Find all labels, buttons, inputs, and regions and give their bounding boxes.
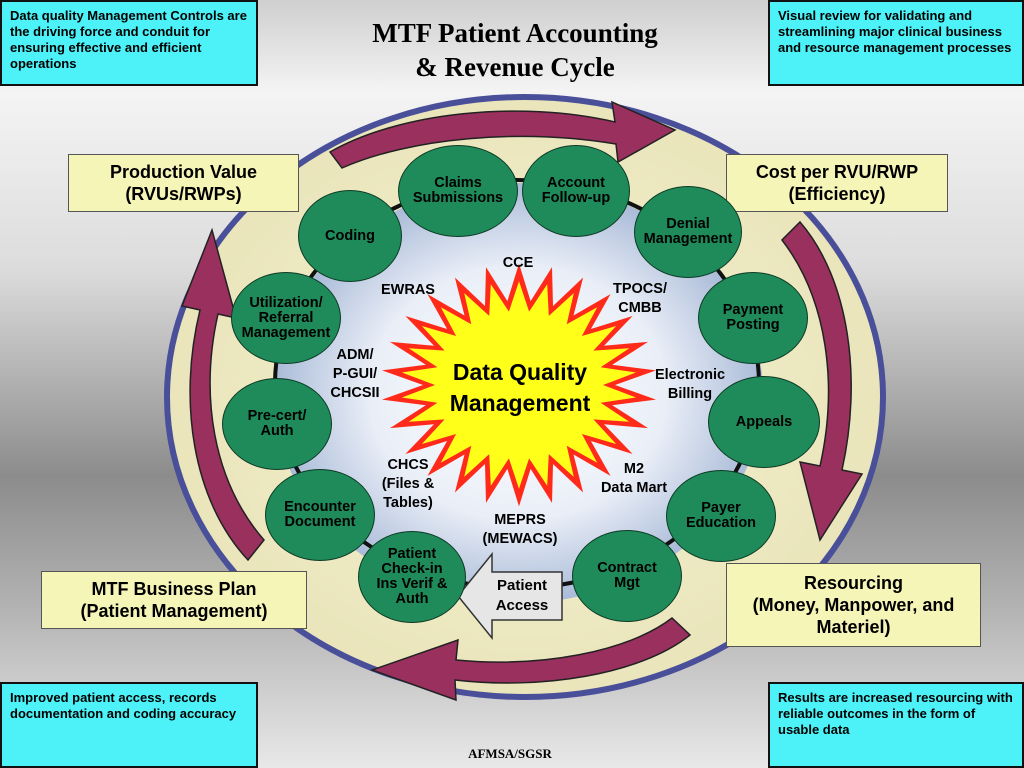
system-tpocs: TPOCS/ CMBB [613,281,667,316]
system-chcs: CHCS (Files & Tables) [381,457,435,511]
note-top-left: Data quality Management Controls are the… [0,0,258,86]
box-production-value: Production Value (RVUs/RWPs) [68,154,299,212]
node-label: Contract Mgt [597,560,657,591]
production-value-line1: Production Value [109,162,258,182]
center-line1: Data Quality [452,359,588,385]
cost-per-rvu-line2: (Efficiency) [788,184,886,204]
node-label: Account Follow-up [541,175,611,206]
note-bottom-right: Results are increased resourcing with re… [768,682,1024,768]
node-utilization-referral: Utilization/ Referral Management [231,272,341,364]
box-business-plan: MTF Business Plan (Patient Management) [41,571,307,629]
box-resourcing: Resourcing (Money, Manpower, and Materie… [726,563,981,647]
arrow-bottom [369,617,692,702]
production-value-line2: (RVUs/RWPs) [125,184,242,204]
node-label: Pre-cert/ Auth [247,408,307,439]
system-adm: ADM/ P-GUI/ CHCSII [330,347,380,401]
node-label: Utilization/ Referral Management [241,294,331,341]
node-label: Coding [325,227,375,244]
node-appeals: Appeals [708,376,820,468]
note-top-right: Visual review for validating and streaml… [768,0,1024,86]
box-cost-per-rvu: Cost per RVU/RWP (Efficiency) [726,154,948,212]
node-label: Appeals [735,413,793,430]
node-encounter-document: Encounter Document [265,469,375,561]
arrow-right [781,220,864,542]
cost-per-rvu-line1: Cost per RVU/RWP [755,162,919,182]
page-title: MTF Patient Accounting & Revenue Cycle [330,16,700,84]
resourcing-line2: (Money, Manpower, and [752,595,955,615]
note-bottom-left: Improved patient access, records documen… [0,682,258,768]
arrow-top [328,100,677,169]
node-label: Patient Check-in Ins Verif & Auth [376,546,448,607]
resourcing-line3: Materiel) [816,617,891,637]
system-electronic-billing: Electronic Billing [654,367,726,402]
title-line1: MTF Patient Accounting [372,18,658,48]
center-label: Data Quality Management [420,357,620,419]
resourcing-line1: Resourcing [803,573,904,593]
patient-access-line1: Patient [496,577,547,594]
node-payment-posting: Payment Posting [698,272,808,364]
node-pre-cert-auth: Pre-cert/ Auth [222,378,332,470]
node-label: Payer Education [685,500,757,531]
system-m2: M2 Data Mart [600,461,668,496]
patient-access-label: Patient Access [485,576,559,616]
center-line2: Management [449,390,591,416]
business-plan-line1: MTF Business Plan [91,579,257,599]
node-payer-education: Payer Education [666,470,776,562]
arrow-left [180,227,265,562]
node-denial-management: Denial Management [634,186,742,278]
starburst-inner [401,281,637,489]
node-claims-submissions: Claims Submissions [398,145,518,237]
patient-access-arrow [457,551,563,641]
system-ewras: EWRAS [381,282,435,298]
node-coding: Coding [298,190,402,282]
node-label: Encounter Document [284,499,356,530]
system-meprs: MEPRS (MEWACS) [482,512,558,547]
title-line2: & Revenue Cycle [415,52,615,82]
node-contract-mgt: Contract Mgt [572,530,682,622]
patient-access-line2: Access [495,597,549,614]
footer-label: AFMSA/SGSR [468,746,552,761]
node-label: Payment Posting [722,302,784,333]
node-patient-check-in: Patient Check-in Ins Verif & Auth [358,531,466,623]
node-account-follow-up: Account Follow-up [522,145,630,237]
system-cce: CCE [502,255,534,271]
node-label: Denial Management [643,216,733,247]
node-label: Claims Submissions [412,175,504,206]
business-plan-line2: (Patient Management) [80,601,268,621]
